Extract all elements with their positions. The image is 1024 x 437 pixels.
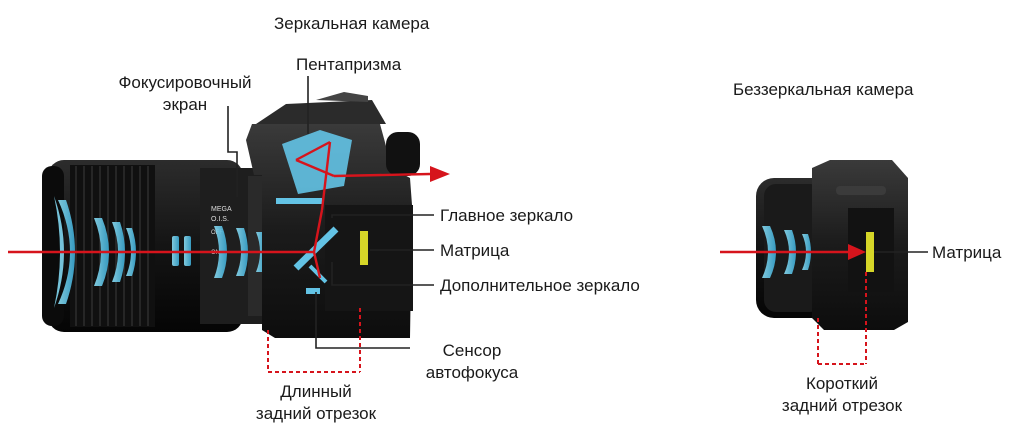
lens-marking-mega: MEGA <box>211 206 232 213</box>
dslr-eyepiece <box>386 132 420 176</box>
dslr-camera: MEGA O.I.S. OFF ON <box>8 76 450 373</box>
dslr-focusing-screen <box>276 198 322 204</box>
label-ml-sensor: Матрица <box>932 243 1002 262</box>
ml-light-arrow <box>848 244 866 260</box>
label-pentaprism: Пентапризма <box>296 55 402 74</box>
dslr-rear-plate <box>325 205 413 311</box>
label-focus-screen-line1: Фокусировочный <box>118 73 252 92</box>
label-long-flange-line1: Длинный <box>280 382 352 401</box>
label-af-sensor-line1: Сенсор <box>442 341 502 360</box>
dslr-image-sensor <box>360 231 368 265</box>
label-short-flange-line2: задний отрезок <box>781 396 903 415</box>
dslr-title: Зеркальная камера <box>274 14 430 33</box>
ml-image-sensor <box>866 232 874 272</box>
mirrorless-title: Беззеркальная камера <box>733 80 914 99</box>
label-long-flange-line2: задний отрезок <box>255 404 377 423</box>
lens-marking-ois: O.I.S. <box>211 216 229 223</box>
dslr-af-sensor-block <box>306 288 320 294</box>
label-af-sensor-line2: автофокуса <box>425 363 519 382</box>
label-short-flange-line1: Короткий <box>805 374 879 393</box>
mirrorless-camera <box>720 160 928 365</box>
dslr-light-path <box>8 140 431 279</box>
dslr-zoom-ring <box>70 165 155 327</box>
label-dslr-sensor: Матрица <box>440 241 510 260</box>
dslr-pentaprism <box>282 130 352 194</box>
dslr-main-mirror <box>293 226 339 271</box>
dslr-prism-hump <box>256 100 386 124</box>
label-main-mirror: Главное зеркало <box>440 206 574 225</box>
label-sub-mirror: Дополнительное зеркало <box>440 276 640 295</box>
dslr-light-arrow-out <box>430 166 450 182</box>
dslr-leader-lines <box>227 76 434 349</box>
dslr-hot-shoe <box>316 92 368 102</box>
label-focus-screen-line2: экран <box>162 95 208 114</box>
ml-top-dial <box>836 186 886 195</box>
